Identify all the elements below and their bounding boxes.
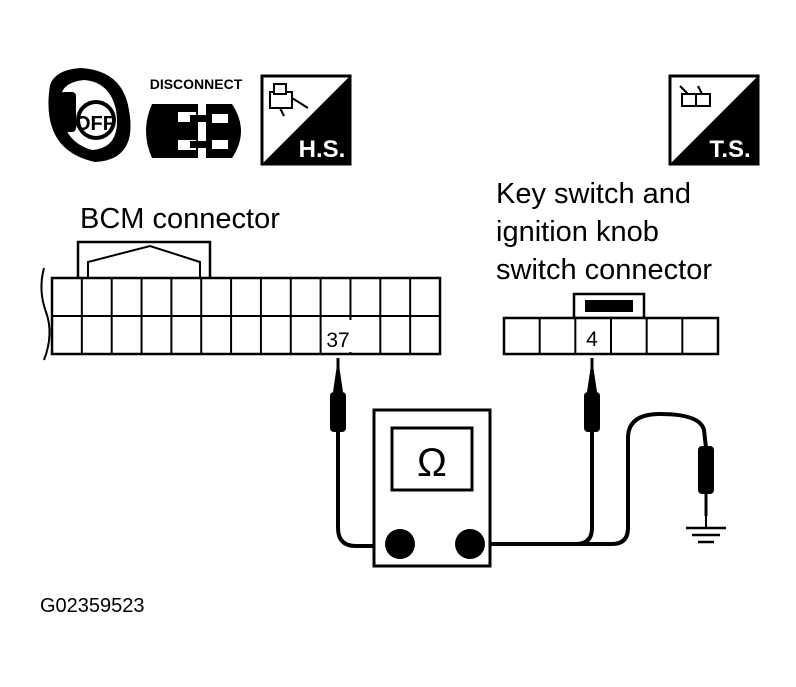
meter-terminal-right	[455, 529, 485, 559]
ignition-off-icon: OFF	[48, 68, 131, 162]
terminal-side-icon: T.S.	[668, 74, 760, 166]
terminal-side-label: T.S.	[709, 136, 750, 163]
bcm-pin-37-label: 37	[326, 329, 349, 352]
figure-code: G02359523	[40, 595, 145, 617]
key-switch-title-line-2: ignition knob	[496, 216, 659, 248]
meter-terminal-left	[385, 529, 415, 559]
ohmmeter: Ω	[372, 408, 492, 568]
bcm-pin-grid	[80, 278, 412, 354]
ohm-symbol: Ω	[417, 441, 447, 485]
harness-side-icon: H.S.	[260, 74, 352, 166]
harness-side-label: H.S.	[299, 136, 346, 163]
bcm-connector-title: BCM connector	[80, 203, 280, 235]
key-switch-pin-grid	[538, 318, 684, 354]
disconnect-icon: DISCONNECT	[146, 76, 243, 158]
key-switch-title-line-3: switch connector	[496, 254, 712, 286]
bcm-connector: 37	[40, 240, 442, 361]
ground-symbol-icon	[686, 516, 726, 544]
ignition-off-label: OFF	[75, 113, 115, 135]
key-switch-pin-4-label: 4	[586, 328, 598, 351]
test-leads	[330, 358, 714, 548]
disconnect-label: DISCONNECT	[150, 76, 243, 92]
key-switch-connector: 4	[502, 292, 720, 356]
key-switch-title-line-1: Key switch and	[496, 178, 691, 210]
